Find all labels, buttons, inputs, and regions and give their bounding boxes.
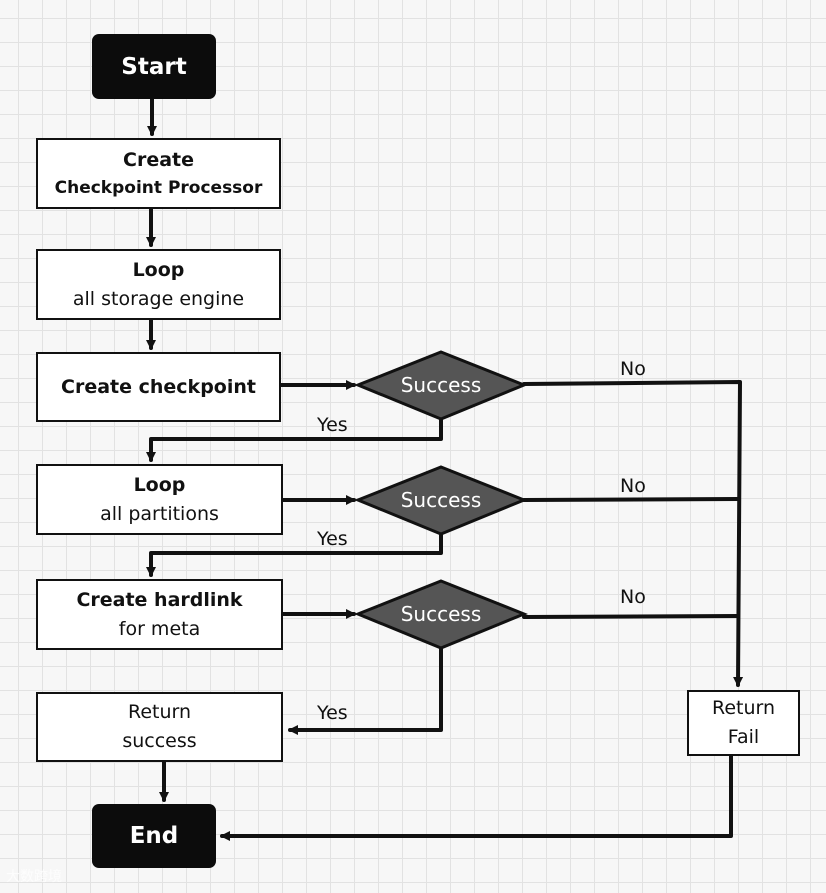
loop-engines-line-1: Loop — [132, 258, 185, 281]
edge-decision-2-no — [522, 497, 740, 502]
create-checkpoint-line-1: Create checkpoint — [61, 375, 256, 398]
return-fail-line-1: Return — [711, 697, 776, 719]
decision-2-label: Success — [400, 488, 482, 512]
start-node: Start — [92, 34, 216, 99]
loop-partitions-line-1: Loop — [133, 473, 186, 496]
return-success-line-1: Return — [127, 701, 192, 723]
create-hardlink-line-1: Create hardlink — [76, 588, 243, 611]
edge-decision-1-yes — [146, 417, 443, 462]
loop-engines-line-2: all storage engine — [72, 287, 245, 310]
create-hardlink-step: Create hardlink for meta — [36, 579, 283, 650]
create-processor-line-2: Checkpoint Processor — [54, 178, 263, 198]
loop-engines-step: Loop all storage engine — [36, 249, 281, 320]
decision-1-diamond — [353, 350, 529, 421]
loop-partitions-line-2: all partitions — [100, 502, 219, 525]
return-fail-step: Return Fail — [687, 690, 800, 756]
decision-3-no-label: No — [620, 586, 646, 608]
edge-decision-1-no — [522, 380, 744, 687]
watermark-text: 大数跨境 — [6, 869, 62, 885]
decision-1-yes-label: Yes — [317, 414, 348, 436]
edge-decision-2-yes — [146, 532, 443, 577]
create-processor-line-1: Create — [123, 149, 194, 171]
return-success-line-2: success — [122, 730, 197, 752]
edge-decision-3-no — [522, 614, 740, 619]
decision-1-label: Success — [400, 373, 482, 397]
return-success-step: Return success — [36, 692, 283, 762]
end-label: End — [129, 823, 179, 849]
create-checkpoint-step: Create checkpoint — [36, 352, 281, 422]
loop-partitions-step: Loop all partitions — [36, 464, 283, 535]
decision-2-yes-label: Yes — [317, 528, 348, 550]
create-processor-step: Create Checkpoint Processor — [36, 138, 281, 209]
decision-1-no-label: No — [620, 358, 646, 380]
decision-3-diamond — [353, 579, 529, 650]
decision-2-diamond — [353, 465, 529, 536]
decision-3-yes-label: Yes — [317, 702, 348, 724]
return-fail-line-2: Fail — [727, 726, 760, 748]
decision-3-label: Success — [400, 602, 482, 626]
edge-return-fail-to-end — [220, 754, 733, 841]
start-label: Start — [121, 53, 187, 80]
end-node: End — [92, 804, 216, 868]
decision-2-no-label: No — [620, 475, 646, 497]
edge-decision-3-yes — [288, 646, 443, 735]
create-hardlink-line-2: for meta — [118, 617, 201, 640]
